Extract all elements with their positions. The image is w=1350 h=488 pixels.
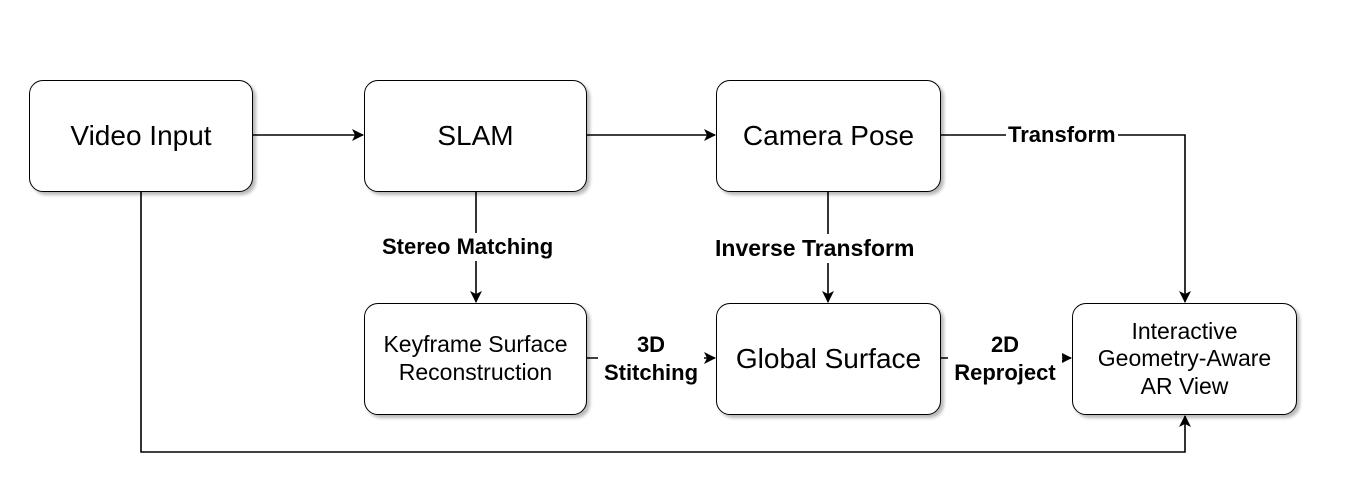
node-global-surface: Global Surface	[716, 303, 941, 415]
node-ar-view: Interactive Geometry-Aware AR View	[1072, 303, 1297, 415]
node-keyframe-surface: Keyframe Surface Reconstruction	[364, 303, 587, 415]
edge-label-reproject-line2: Reproject	[954, 359, 1056, 385]
edge-camera-pose-to-ar-view	[941, 134, 1191, 303]
node-camera-pose: Camera Pose	[716, 80, 941, 192]
edge-label-reproject-line1: 2D	[990, 332, 1020, 357]
edge-label-stereo-matching: Stereo Matching	[380, 233, 556, 261]
edge-label-stitching-line1: 3D	[636, 332, 666, 357]
node-global-surface-label: Global Surface	[735, 343, 922, 375]
node-slam-label: SLAM	[437, 120, 514, 152]
node-video-input-label: Video Input	[70, 120, 212, 152]
node-keyframe-surface-line1: Keyframe Surface	[383, 331, 568, 358]
edge-label-reproject: 2D Reproject	[948, 331, 1062, 386]
edge-label-inverse-transform: Inverse Transform	[713, 234, 917, 263]
node-ar-view-line3: AR View	[1140, 372, 1229, 399]
node-keyframe-surface-line2: Reconstruction	[398, 359, 553, 385]
edge-label-stitching-line2: Stitching	[603, 359, 699, 385]
node-video-input: Video Input	[29, 80, 253, 192]
edge-label-transform: Transform	[1006, 121, 1118, 149]
node-slam: SLAM	[364, 80, 587, 192]
node-ar-view-line1: Interactive	[1131, 317, 1238, 344]
edge-video-to-ar-view	[140, 192, 1191, 453]
node-camera-pose-label: Camera Pose	[742, 120, 915, 152]
edge-label-stitching: 3D Stitching	[598, 331, 704, 386]
node-ar-view-line2: Geometry-Aware	[1097, 345, 1272, 372]
